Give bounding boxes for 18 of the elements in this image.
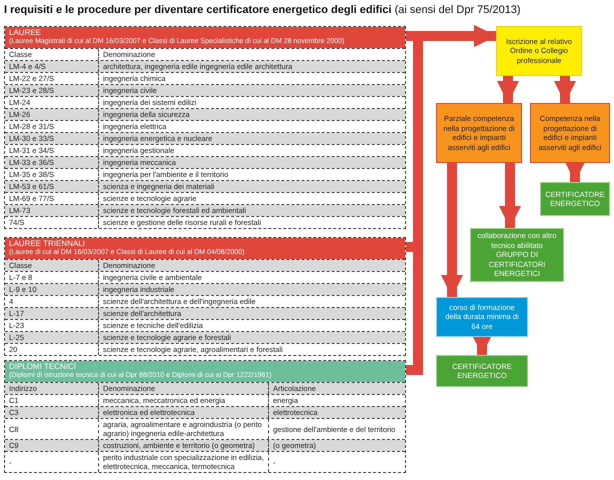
arrow (497, 76, 519, 103)
outcome-box (436, 355, 528, 387)
training-box (436, 297, 528, 337)
arrow (441, 163, 463, 297)
table-heading: LAUREE (9, 29, 42, 38)
table-heading: LAUREE TRIENNALI (9, 240, 86, 248)
competence-box (436, 103, 522, 163)
degree-table (4, 360, 406, 473)
degree-table (4, 26, 406, 229)
registration-box (496, 26, 582, 76)
outcome-box (540, 182, 610, 216)
title: I requisiti e le procedure per diventare certificatore energetico degli edifici (ai sensi del Dpr 75/2013) (4, 4, 521, 16)
competence-box (530, 103, 610, 163)
arrow (499, 163, 521, 228)
outcome-box (470, 228, 564, 282)
degree-table (4, 237, 406, 356)
table-heading: DIPLOMI TECNICI (9, 363, 77, 372)
arrow (554, 76, 576, 103)
